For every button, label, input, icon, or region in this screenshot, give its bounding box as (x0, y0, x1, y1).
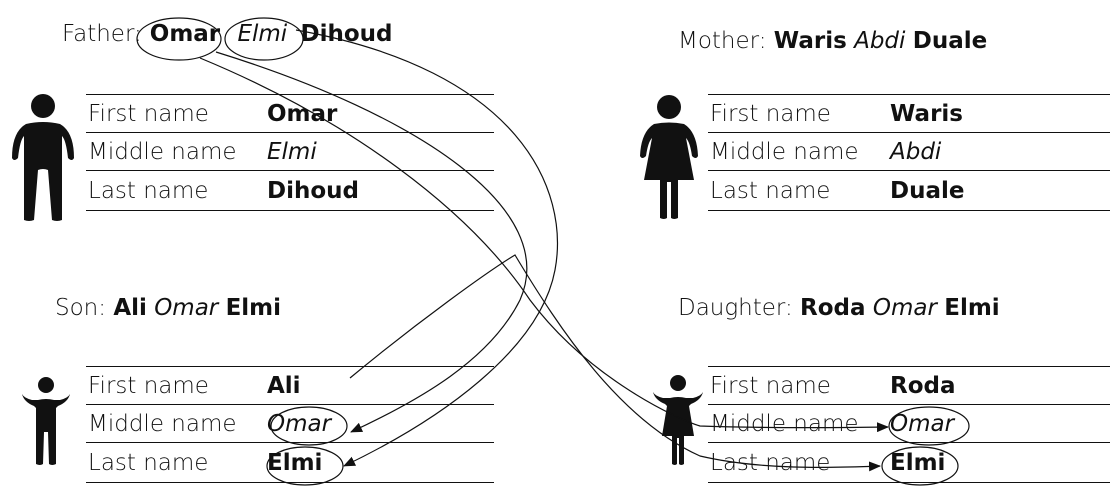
table-rule (86, 404, 494, 405)
woman-icon (640, 95, 698, 219)
last-name-value: Elmi (267, 450, 323, 476)
father-relation: Father: (62, 21, 142, 47)
middle-name-row: Middle name Elmi (86, 134, 494, 170)
table-rule (86, 210, 494, 211)
father-heading-middle: Elmi (237, 21, 288, 47)
table-rule (708, 404, 1110, 405)
first-name-label: First name (88, 101, 209, 127)
daughter-heading-first: Roda (800, 295, 866, 321)
last-name-row: Last name Dihoud (86, 173, 494, 209)
mother-heading: Mother: Waris Abdi Duale (678, 27, 987, 55)
daughter-heading: Daughter: Roda Omar Elmi (678, 294, 1000, 322)
table-rule (86, 482, 494, 483)
table-rule (86, 94, 494, 95)
son-heading: Son: Ali Omar Elmi (55, 294, 281, 322)
son-heading-last: Elmi (225, 295, 282, 321)
first-name-row: First name Waris (708, 96, 1110, 132)
last-name-label: Last name (710, 178, 831, 204)
first-name-row: First name Ali (86, 368, 494, 404)
first-name-value: Ali (267, 373, 301, 399)
table-rule (708, 482, 1110, 483)
first-name-label: First name (710, 373, 831, 399)
table-rule (86, 366, 494, 367)
first-name-value: Waris (890, 101, 963, 127)
middle-name-value: Elmi (267, 139, 317, 165)
girl-icon (653, 375, 703, 465)
table-rule (86, 132, 494, 133)
middle-name-label: Middle name (88, 139, 237, 165)
table-rule (708, 94, 1110, 95)
first-name-value: Roda (890, 373, 956, 399)
mother-heading-last: Duale (912, 28, 988, 54)
mother-heading-middle: Abdi (854, 28, 906, 54)
table-rule (708, 132, 1110, 133)
father-heading-first: Omar (149, 21, 221, 47)
table-rule (86, 442, 494, 443)
first-name-value: Omar (267, 101, 338, 127)
middle-name-row: Middle name Omar (708, 406, 1110, 442)
last-name-value: Elmi (890, 450, 946, 476)
daughter-heading-middle: Omar (872, 295, 937, 321)
last-name-label: Last name (88, 178, 209, 204)
last-name-label: Last name (88, 450, 209, 476)
daughter-name-table: First name Roda Middle name Omar Last na… (708, 366, 1110, 486)
last-name-label: Last name (710, 450, 831, 476)
table-rule (708, 442, 1110, 443)
table-rule (708, 170, 1110, 171)
son-name-table: First name Ali Middle name Omar Last nam… (86, 366, 494, 486)
table-rule (708, 210, 1110, 211)
son-relation: Son: (55, 295, 106, 321)
middle-name-value: Omar (267, 411, 332, 437)
last-name-value: Duale (890, 178, 965, 204)
last-name-row: Last name Elmi (708, 445, 1110, 481)
middle-name-label: Middle name (710, 411, 859, 437)
last-name-row: Last name Duale (708, 173, 1110, 209)
middle-name-row: Middle name Abdi (708, 134, 1110, 170)
first-name-label: First name (710, 101, 831, 127)
father-heading-last: Dihoud (300, 21, 393, 47)
table-rule (708, 366, 1110, 367)
middle-name-label: Middle name (88, 411, 237, 437)
first-name-row: First name Omar (86, 96, 494, 132)
mother-heading-first: Waris (773, 28, 847, 54)
middle-name-row: Middle name Omar (86, 406, 494, 442)
man-icon (12, 94, 74, 221)
first-name-row: First name Roda (708, 368, 1110, 404)
first-name-label: First name (88, 373, 209, 399)
son-heading-middle: Omar (154, 295, 219, 321)
table-rule (86, 170, 494, 171)
father-name-table: First name Omar Middle name Elmi Last na… (86, 94, 494, 214)
middle-name-value: Omar (890, 411, 955, 437)
last-name-value: Dihoud (267, 178, 359, 204)
mother-relation: Mother: (678, 28, 767, 54)
middle-name-value: Abdi (890, 139, 942, 165)
mother-name-table: First name Waris Middle name Abdi Last n… (708, 94, 1110, 214)
boy-icon (22, 377, 70, 465)
last-name-row: Last name Elmi (86, 445, 494, 481)
daughter-relation: Daughter: (678, 295, 793, 321)
father-heading: Father: Omar Elmi Dihoud (62, 20, 393, 48)
daughter-heading-last: Elmi (944, 295, 1000, 321)
son-heading-first: Ali (113, 295, 147, 321)
middle-name-label: Middle name (710, 139, 859, 165)
